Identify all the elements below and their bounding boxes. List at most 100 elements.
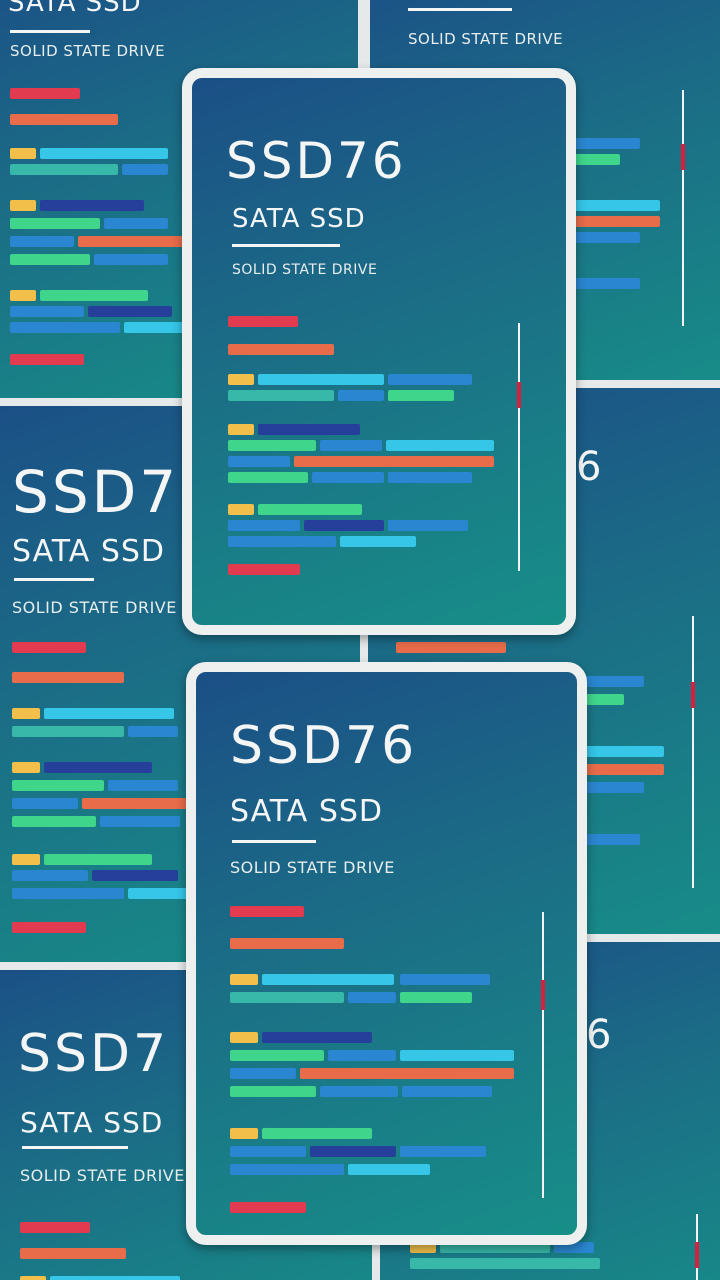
bar <box>12 762 40 773</box>
bar <box>230 1032 258 1043</box>
type-label: SATA SSD <box>230 794 384 829</box>
model-numeral-partial: 6 <box>576 444 605 490</box>
scale-marker <box>695 1242 699 1268</box>
type-label: SATA SSD <box>12 534 166 569</box>
bar <box>230 938 344 949</box>
bar <box>340 536 416 547</box>
bar <box>12 726 124 737</box>
bar <box>300 1068 514 1079</box>
bar <box>10 322 120 333</box>
bar <box>40 200 144 211</box>
bar <box>570 138 640 149</box>
bar <box>258 424 360 435</box>
bar <box>124 322 184 333</box>
bar <box>228 472 308 483</box>
bar <box>228 344 334 355</box>
bar <box>12 708 40 719</box>
bar <box>584 782 644 793</box>
bar <box>10 200 36 211</box>
bar <box>304 520 384 531</box>
type-label: SATA SSD <box>8 0 142 18</box>
bar <box>258 374 384 385</box>
bar <box>94 254 168 265</box>
type-underline <box>10 30 90 33</box>
bar <box>10 354 84 365</box>
bar <box>388 374 472 385</box>
bar <box>20 1222 90 1233</box>
bar <box>10 88 80 99</box>
bar <box>584 834 640 845</box>
bar <box>12 888 124 899</box>
bar <box>228 374 254 385</box>
type-label: SATA SSD <box>232 204 366 234</box>
bar <box>10 290 36 301</box>
bar <box>258 504 362 515</box>
bar <box>230 1164 344 1175</box>
bar <box>128 726 178 737</box>
bar <box>50 1276 180 1280</box>
scale-line <box>692 616 694 888</box>
bar <box>312 472 384 483</box>
bar <box>12 816 96 827</box>
scale-marker <box>541 980 545 1010</box>
bar <box>12 854 40 865</box>
scale-marker <box>691 682 695 708</box>
scale-marker <box>517 382 521 408</box>
type-underline <box>408 8 512 11</box>
bar <box>228 424 254 435</box>
bar <box>584 764 664 775</box>
bar <box>10 306 84 317</box>
bar <box>584 746 664 757</box>
model-numeral-partial: 6 <box>586 1012 615 1058</box>
bar <box>388 472 472 483</box>
bar <box>230 906 304 917</box>
type-underline <box>22 1146 128 1149</box>
bar <box>12 870 88 881</box>
bar <box>400 1050 514 1061</box>
bar <box>12 798 78 809</box>
bar <box>570 200 660 211</box>
bar <box>44 762 152 773</box>
bar <box>82 798 198 809</box>
subtitle-label: SOLID STATE DRIVE <box>10 42 166 60</box>
bar <box>20 1248 126 1259</box>
scale-line <box>542 912 544 1198</box>
bar <box>108 780 178 791</box>
bar <box>320 440 382 451</box>
bar <box>230 1128 258 1139</box>
model-name: SSD76 <box>230 716 418 776</box>
model-name: SSD7 <box>18 1024 170 1084</box>
subtitle-label: SOLID STATE DRIVE <box>230 858 395 877</box>
bar <box>10 236 74 247</box>
bar <box>400 992 472 1003</box>
subtitle-label: SOLID STATE DRIVE <box>232 262 378 278</box>
bar <box>230 1086 316 1097</box>
bar <box>88 306 172 317</box>
bar <box>122 164 168 175</box>
bar <box>12 922 86 933</box>
bar <box>10 148 36 159</box>
bar <box>12 672 124 683</box>
ssd-card-front-bottom: SSD76 SATA SSD SOLID STATE DRIVE <box>186 662 587 1245</box>
scale-marker <box>681 144 685 170</box>
subtitle-label: SOLID STATE DRIVE <box>12 598 177 617</box>
bar <box>128 888 188 899</box>
model-name: SSD7 <box>12 458 180 526</box>
bar <box>230 1050 324 1061</box>
bar <box>10 114 118 125</box>
bar <box>348 992 396 1003</box>
bar <box>440 1242 550 1253</box>
bar <box>338 390 384 401</box>
bar <box>10 218 100 229</box>
bar <box>262 1032 372 1043</box>
bar <box>570 154 620 165</box>
bar <box>230 1068 296 1079</box>
bar <box>584 676 644 687</box>
bar <box>410 1258 600 1269</box>
bar <box>310 1146 396 1157</box>
bar <box>104 218 168 229</box>
subtitle-label: SOLID STATE DRIVE <box>408 30 564 48</box>
scale-line <box>518 323 520 571</box>
bar <box>10 164 118 175</box>
